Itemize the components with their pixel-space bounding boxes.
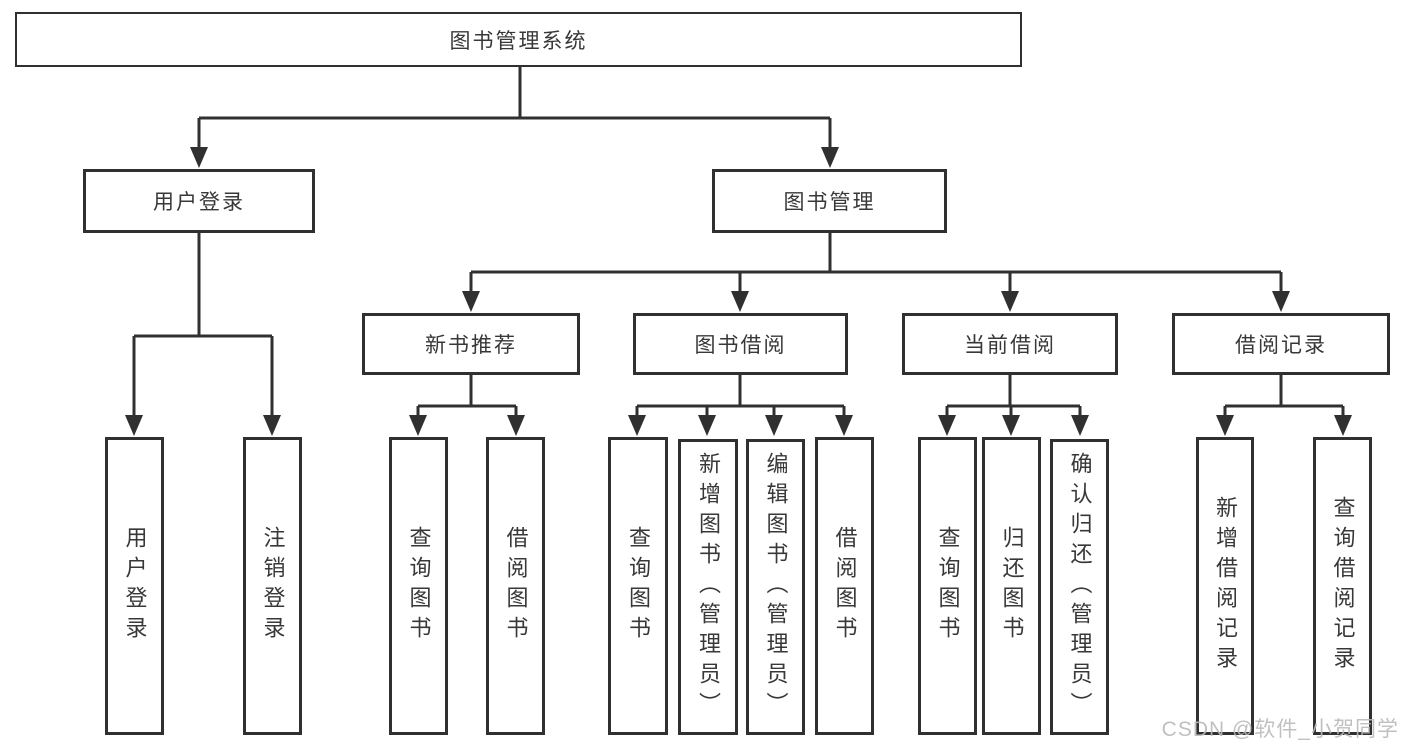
- leaf-cb-query-books: 查询图书: [918, 437, 977, 735]
- leaf-bb-edit-books-admin: 编辑图书（管理员）: [746, 439, 805, 735]
- arrow-down-icon: [1071, 415, 1089, 436]
- arrow-down-icon: [1272, 291, 1290, 312]
- arrow-down-icon: [835, 415, 853, 436]
- leaf-logout: 注销登录: [243, 437, 302, 735]
- arrow-down-icon: [190, 147, 208, 168]
- leaf-bb-add-books-admin: 新增图书（管理员）: [678, 439, 738, 735]
- node-borrowing-records: 借阅记录: [1172, 313, 1390, 375]
- arrow-down-icon: [731, 291, 749, 312]
- node-current-borrowing: 当前借阅: [902, 313, 1118, 375]
- connector-paths: [132, 67, 1345, 419]
- leaf-bb-query-books: 查询图书: [608, 437, 668, 735]
- arrow-down-icon: [698, 415, 716, 436]
- tree-lines: [132, 67, 1345, 419]
- arrow-down-icon: [765, 415, 783, 436]
- node-new-book-recommendation: 新书推荐: [362, 313, 580, 375]
- leaf-user-login: 用户登录: [105, 437, 164, 735]
- arrow-down-icon: [1001, 291, 1019, 312]
- node-book-borrowing: 图书借阅: [633, 313, 848, 375]
- arrow-down-icon: [263, 415, 281, 436]
- arrow-down-icon: [938, 415, 956, 436]
- node-user-login: 用户登录: [83, 169, 315, 233]
- leaf-nb-borrow-books: 借阅图书: [486, 437, 545, 735]
- arrow-down-icon: [821, 147, 839, 168]
- arrow-down-icon: [409, 415, 427, 436]
- leaf-br-query-record: 查询借阅记录: [1313, 437, 1372, 735]
- node-library-management-system: 图书管理系统: [15, 12, 1022, 67]
- arrow-down-icon: [507, 415, 525, 436]
- arrow-down-icon: [462, 291, 480, 312]
- leaf-br-add-record: 新增借阅记录: [1196, 437, 1254, 735]
- leaf-cb-return-books: 归还图书: [982, 437, 1041, 735]
- arrow-down-icon: [1334, 415, 1352, 436]
- arrow-down-icon: [1216, 415, 1234, 436]
- watermark: CSDN @软件_小贺同学: [1161, 718, 1399, 741]
- leaf-bb-borrow-books: 借阅图书: [815, 437, 874, 735]
- leaf-nb-query-books: 查询图书: [389, 437, 448, 735]
- arrowhead-icons: [125, 147, 1352, 436]
- node-book-management: 图书管理: [712, 169, 947, 233]
- arrow-down-icon: [125, 415, 143, 436]
- arrow-down-icon: [628, 415, 646, 436]
- arrow-down-icon: [1002, 415, 1020, 436]
- leaf-cb-confirm-return-admin: 确认归还（管理员）: [1050, 439, 1109, 735]
